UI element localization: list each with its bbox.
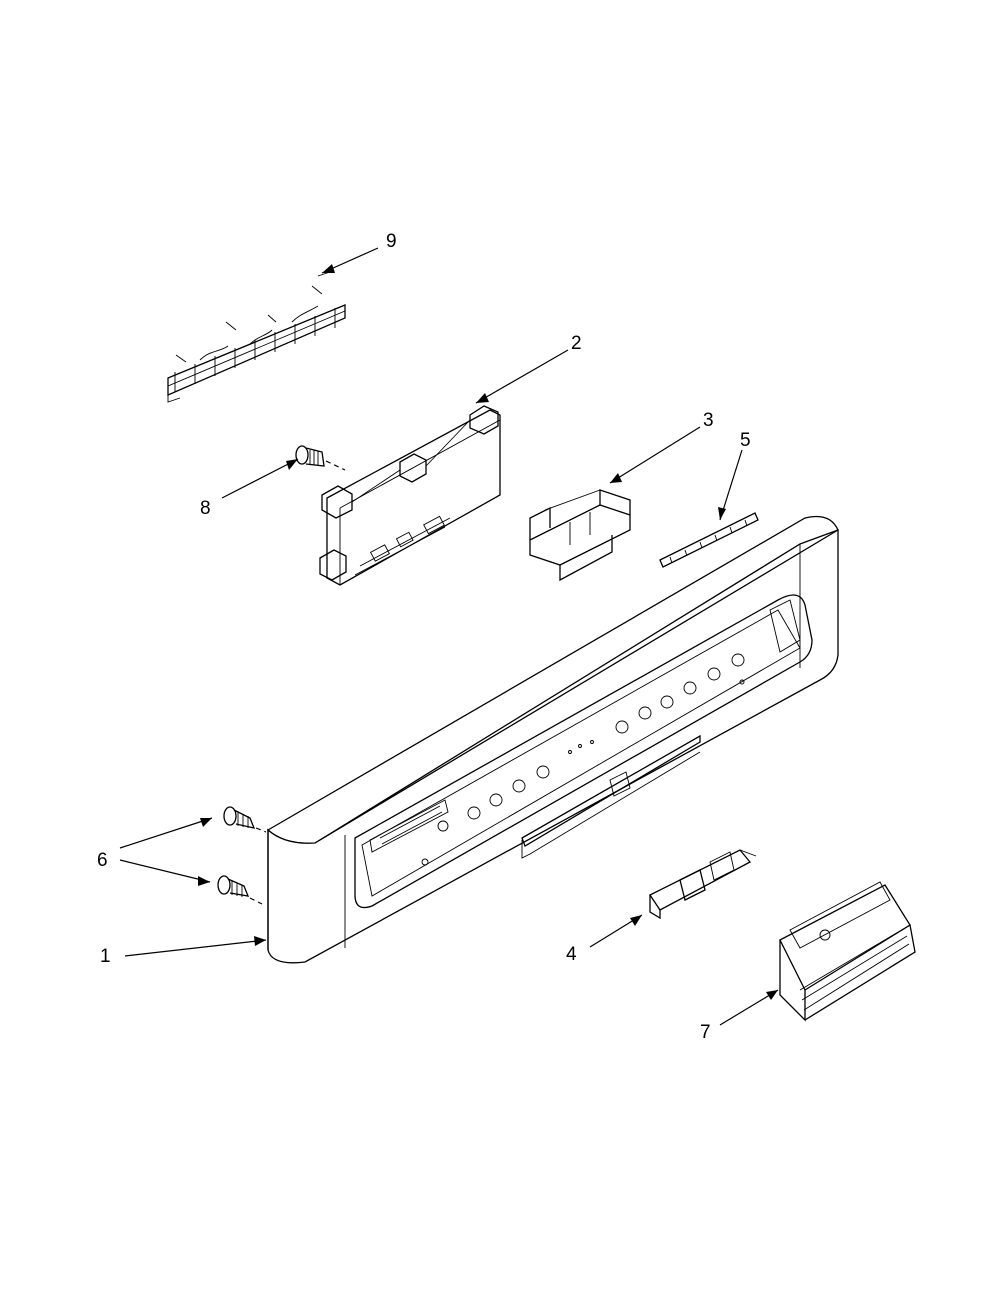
arrowheads [198, 264, 778, 1000]
screw-icon[interactable] [223, 806, 256, 829]
callout-1: 1 [100, 946, 111, 967]
bracket-icon[interactable] [529, 489, 631, 582]
light-pipe-icon[interactable] [659, 512, 759, 568]
callout-7: 7 [700, 1022, 711, 1043]
latch-switch-icon[interactable] [649, 849, 757, 920]
callout-6: 6 [97, 850, 108, 871]
vent-icon[interactable] [779, 881, 916, 1022]
screw-icon[interactable] [295, 445, 325, 467]
control-panel-icon[interactable] [266, 515, 839, 964]
screw-icon[interactable] [217, 875, 250, 897]
callout-4: 4 [566, 944, 577, 965]
callout-8: 8 [200, 498, 211, 519]
callout-3: 3 [703, 410, 714, 431]
wire-harness-icon[interactable] [167, 271, 346, 403]
callout-2: 2 [571, 333, 582, 354]
callout-9: 9 [386, 231, 397, 252]
control-board-icon[interactable] [319, 405, 501, 586]
callout-5: 5 [740, 430, 751, 451]
